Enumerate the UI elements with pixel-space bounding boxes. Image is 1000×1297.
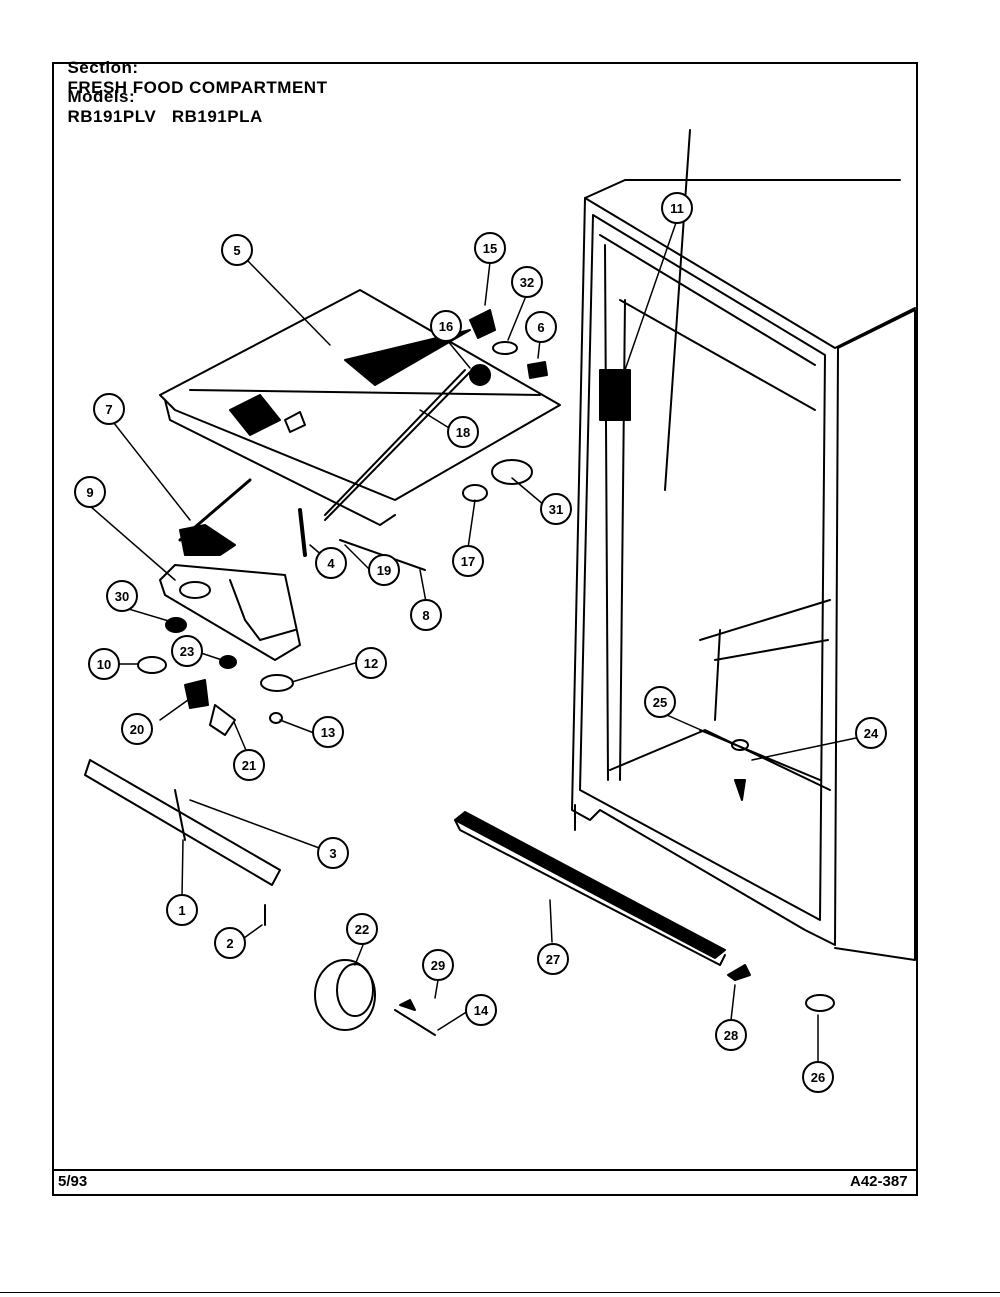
svg-text:9: 9 — [86, 485, 93, 500]
roller-drawing — [314, 959, 436, 1036]
svg-text:13: 13 — [321, 725, 335, 740]
callout-6: 6 — [525, 311, 557, 343]
callout-13: 13 — [312, 716, 344, 748]
svg-text:8: 8 — [422, 608, 429, 623]
svg-text:6: 6 — [537, 320, 544, 335]
svg-text:10: 10 — [97, 657, 111, 672]
footer-date: 5/93 — [58, 1173, 88, 1190]
svg-text:30: 30 — [115, 589, 129, 604]
callout-11: 11 — [661, 192, 693, 224]
callout-17: 17 — [452, 545, 484, 577]
models-line: Models: RB191PLV RB191PLA — [57, 67, 263, 127]
callout-32: 32 — [511, 266, 543, 298]
svg-text:29: 29 — [431, 958, 445, 973]
svg-text:19: 19 — [377, 563, 391, 578]
callout-21: 21 — [233, 749, 265, 781]
callout-20: 20 — [121, 713, 153, 745]
callout-9: 9 — [74, 476, 106, 508]
callout-24: 24 — [855, 717, 887, 749]
callout-29: 29 — [422, 949, 454, 981]
callout-4: 4 — [315, 547, 347, 579]
svg-text:27: 27 — [546, 952, 560, 967]
callout-27: 27 — [537, 943, 569, 975]
callout-28: 28 — [715, 1019, 747, 1051]
svg-text:11: 11 — [670, 201, 684, 216]
svg-text:32: 32 — [520, 275, 534, 290]
callout-22: 22 — [346, 913, 378, 945]
callout-bubbles: 5 15 32 16 6 11 7 18 9 31 4 19 17 30 8 2… — [74, 192, 887, 1093]
svg-text:1: 1 — [178, 903, 185, 918]
wiring-harness-drawing — [178, 309, 548, 571]
svg-text:2: 2 — [226, 936, 233, 951]
footer-diagram-code: A42-387 — [850, 1173, 908, 1190]
svg-text:14: 14 — [474, 1003, 489, 1018]
callout-23: 23 — [171, 635, 203, 667]
page-bottom-rule — [0, 1292, 1000, 1293]
svg-text:25: 25 — [653, 695, 667, 710]
callout-3: 3 — [317, 837, 349, 869]
svg-text:16: 16 — [439, 319, 453, 334]
svg-text:7: 7 — [105, 402, 112, 417]
svg-text:20: 20 — [130, 722, 144, 737]
callout-2: 2 — [214, 927, 246, 959]
svg-text:17: 17 — [461, 554, 475, 569]
control-housing-drawing — [159, 524, 301, 661]
svg-text:28: 28 — [724, 1028, 738, 1043]
callout-5: 5 — [221, 234, 253, 266]
callout-19: 19 — [368, 554, 400, 586]
svg-text:31: 31 — [549, 502, 563, 517]
svg-text:5: 5 — [233, 243, 240, 258]
svg-text:15: 15 — [483, 241, 497, 256]
svg-text:23: 23 — [180, 644, 194, 659]
callout-15: 15 — [474, 232, 506, 264]
light-shield-drawing — [159, 289, 561, 526]
section-line: Section: FRESH FOOD COMPARTMENT — [57, 38, 327, 98]
callout-1: 1 — [166, 894, 198, 926]
callout-25: 25 — [644, 686, 676, 718]
svg-text:4: 4 — [327, 556, 335, 571]
models-value: RB191PLV RB191PLA — [67, 107, 263, 126]
callout-26: 26 — [802, 1061, 834, 1093]
svg-text:26: 26 — [811, 1070, 825, 1085]
cabinet-drawing — [571, 129, 916, 961]
callout-14: 14 — [465, 994, 497, 1026]
diagram-frame — [52, 62, 918, 1196]
footer-divider — [52, 1169, 918, 1171]
callout-10: 10 — [88, 648, 120, 680]
svg-text:3: 3 — [329, 846, 336, 861]
svg-text:18: 18 — [456, 425, 470, 440]
svg-text:24: 24 — [864, 726, 879, 741]
small-parts-drawing — [137, 617, 294, 736]
callout-31: 31 — [540, 493, 572, 525]
mullion-bar-drawing — [84, 759, 281, 926]
grille-drawing — [454, 811, 726, 966]
leader-lines — [89, 213, 857, 1064]
models-label: Models: — [67, 87, 136, 106]
callout-18: 18 — [447, 416, 479, 448]
section-value: FRESH FOOD COMPARTMENT — [67, 78, 328, 97]
callout-8: 8 — [410, 599, 442, 631]
callout-7: 7 — [93, 393, 125, 425]
svg-text:21: 21 — [242, 758, 256, 773]
leveler-parts-drawing — [727, 739, 835, 1012]
svg-text:22: 22 — [355, 922, 369, 937]
callout-16: 16 — [430, 310, 462, 342]
callout-12: 12 — [355, 647, 387, 679]
callout-30: 30 — [106, 580, 138, 612]
svg-text:12: 12 — [364, 656, 378, 671]
